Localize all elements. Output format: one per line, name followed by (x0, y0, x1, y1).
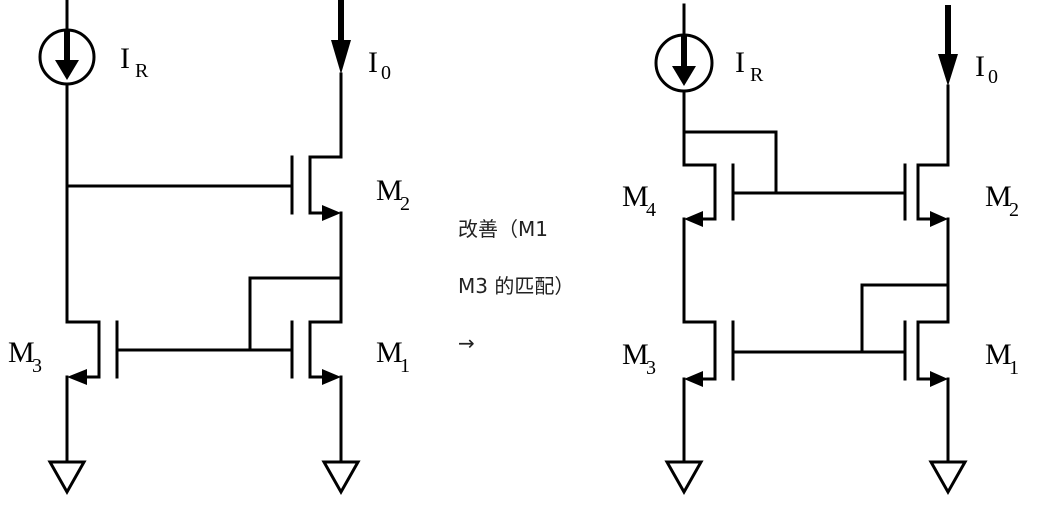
transistor-m3-right (682, 320, 735, 464)
label-m2-left: M 2 (376, 174, 410, 215)
svg-text:2: 2 (400, 193, 410, 215)
label-m3-right: M 3 (622, 338, 656, 379)
ground-icon (321, 460, 361, 496)
svg-text:M: M (622, 338, 649, 371)
label-m1-left: M 1 (376, 336, 410, 377)
transistor-m1-right (903, 320, 950, 464)
svg-text:4: 4 (646, 199, 656, 221)
svg-text:M: M (622, 180, 649, 213)
svg-text:0: 0 (381, 62, 391, 84)
svg-text:M: M (8, 336, 35, 369)
wire-m1-diode-left (248, 276, 343, 352)
svg-text:3: 3 (32, 355, 42, 377)
svg-text:R: R (750, 64, 764, 86)
ground-icon (928, 460, 968, 496)
output-arrow-io-left (331, 0, 351, 159)
svg-text:I: I (975, 50, 985, 83)
svg-text:M: M (376, 174, 403, 207)
transistor-m2-right (903, 163, 950, 324)
output-arrow-io-right (938, 5, 958, 167)
current-source-ir-right (654, 3, 714, 167)
label-m4-right: M 4 (622, 180, 656, 221)
transistor-m1-left (290, 276, 343, 464)
svg-text:3: 3 (646, 357, 656, 379)
svg-text:I: I (368, 46, 378, 79)
wire-m1-diode-right (860, 283, 950, 354)
transistor-m3-left (65, 320, 119, 464)
transistor-m2-left (290, 155, 343, 280)
svg-text:M: M (985, 180, 1012, 213)
label-ir-right: I R (735, 46, 764, 86)
svg-text:0: 0 (988, 66, 998, 88)
note-line-2: M3 的匹配） (458, 274, 574, 298)
svg-text:R: R (135, 60, 149, 82)
svg-text:I: I (120, 42, 130, 75)
current-source-ir-left (38, 0, 96, 324)
label-m1-right: M 1 (985, 338, 1019, 379)
svg-text:M: M (376, 336, 403, 369)
svg-text:2: 2 (1009, 199, 1019, 221)
ground-icon (664, 460, 704, 496)
right-arrow-icon: → (458, 331, 475, 355)
left-circuit: I R I 0 M 2 (8, 0, 410, 496)
note-line-1: 改善（M1 (458, 217, 548, 241)
improvement-note: 改善（M1 M3 的匹配） → (458, 217, 574, 355)
right-circuit: I R I 0 M 4 (622, 3, 1019, 496)
svg-text:M: M (985, 338, 1012, 371)
label-m3-left: M 3 (8, 336, 42, 377)
svg-text:1: 1 (1009, 357, 1019, 379)
label-io-right: I 0 (975, 50, 998, 88)
transistor-m4-right (682, 163, 735, 324)
label-io-left: I 0 (368, 46, 391, 84)
ground-icon (47, 460, 87, 496)
wire-m4-diode-right (682, 130, 778, 195)
svg-text:1: 1 (400, 355, 410, 377)
svg-text:I: I (735, 46, 745, 79)
label-m2-right: M 2 (985, 180, 1019, 221)
label-ir-left: I R (120, 42, 149, 82)
